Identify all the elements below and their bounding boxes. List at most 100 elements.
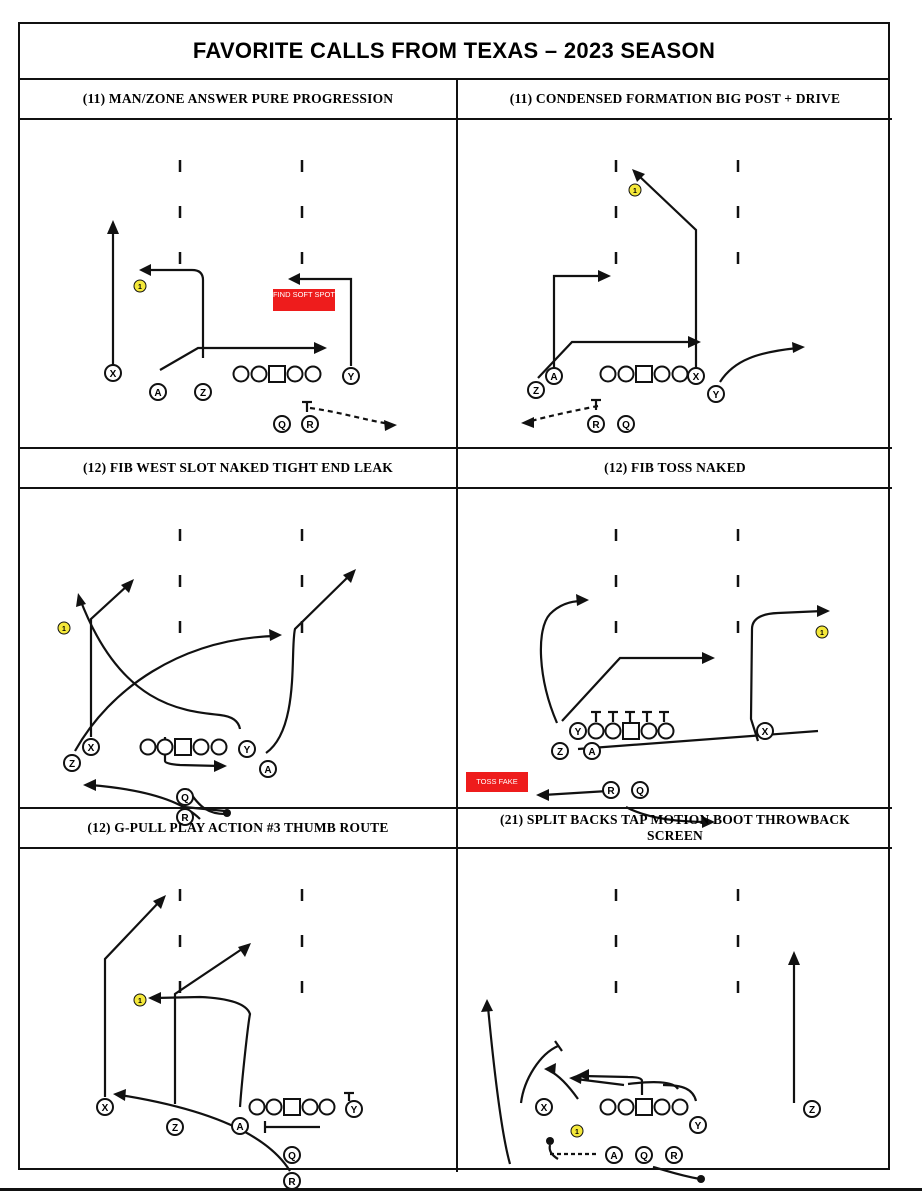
svg-text:Z: Z: [557, 747, 563, 758]
svg-text:X: X: [88, 743, 95, 754]
svg-text:X: X: [110, 369, 117, 380]
play-panel-3: (12) FIB WEST SLOT NAKED TIGHT END LEAK: [20, 449, 458, 826]
svg-text:Y: Y: [351, 1105, 358, 1116]
read-marker-1: 1: [570, 1124, 584, 1138]
play-diagram-svg: Y X Z A R Q 1 TOSS FAKE: [466, 529, 830, 828]
player-r: R: [602, 781, 620, 799]
play-diagram: Z X Y A Q R 1: [20, 489, 456, 826]
svg-text:A: A: [550, 372, 557, 383]
svg-text:Y: Y: [713, 390, 720, 401]
player-a: A: [605, 1146, 623, 1164]
player-z: Z: [803, 1100, 821, 1118]
play-heading: (11) CONDENSED FORMATION BIG POST + DRIV…: [458, 80, 892, 120]
route-lines: [111, 226, 391, 426]
player-z: Z: [166, 1118, 184, 1136]
svg-text:1: 1: [633, 188, 637, 195]
play-diagram-svg: Z A X Y R Q 1: [521, 160, 805, 433]
play-diagram: Y X Z A Q R 1: [20, 849, 456, 1190]
coaching-note-text: FIND SOFT SPOT: [273, 290, 335, 299]
svg-text:1: 1: [62, 626, 66, 633]
hash-marks: [178, 529, 304, 633]
player-r: R: [301, 415, 319, 433]
svg-text:R: R: [670, 1151, 678, 1162]
player-r: R: [587, 415, 605, 433]
player-a: A: [259, 760, 277, 778]
svg-text:A: A: [264, 765, 271, 776]
player-x: X: [756, 722, 774, 740]
svg-text:Z: Z: [533, 386, 539, 397]
play-diagram: X A Z Y Q R 1 FIND SOFT SPOT: [20, 120, 456, 447]
sheet-title: FAVORITE CALLS FROM TEXAS – 2023 SEASON: [20, 24, 888, 80]
svg-text:X: X: [762, 727, 769, 738]
player-q: Q: [635, 1146, 653, 1164]
play-heading: (11) MAN/ZONE ANSWER PURE PROGRESSION: [20, 80, 456, 120]
bottom-rule: [0, 1188, 922, 1191]
skill-players: Y X Z A Q R: [96, 1098, 363, 1190]
hash-marks: [614, 160, 740, 264]
offensive-line: [139, 738, 228, 756]
offensive-line: [599, 365, 689, 383]
route-lines: [74, 574, 351, 820]
read-marker-1: 1: [57, 621, 71, 635]
player-z: Z: [63, 754, 81, 772]
player-y: Y: [238, 740, 256, 758]
svg-text:Z: Z: [809, 1105, 815, 1116]
player-r: R: [176, 808, 194, 826]
svg-text:Q: Q: [181, 793, 189, 804]
svg-text:Q: Q: [640, 1151, 648, 1162]
offensive-line: [599, 1098, 689, 1116]
play-diagram-svg: Y X Z A Q R 1: [96, 889, 363, 1190]
player-q: Q: [617, 415, 635, 433]
svg-text:R: R: [181, 813, 189, 824]
play-heading: (12) FIB TOSS NAKED: [458, 449, 892, 489]
skill-players: X Y Z A Q R: [535, 1098, 821, 1164]
offensive-line: [248, 1098, 336, 1116]
hash-marks: [178, 160, 304, 264]
player-a: A: [231, 1117, 249, 1135]
svg-text:Q: Q: [278, 420, 286, 431]
svg-text:1: 1: [820, 630, 824, 637]
skill-players: Z X Y A Q R: [63, 738, 277, 826]
player-z: Z: [527, 381, 545, 399]
svg-text:Z: Z: [200, 388, 206, 399]
svg-text:Z: Z: [69, 759, 75, 770]
skill-players: Z A X Y R Q: [527, 367, 725, 433]
player-a: A: [149, 383, 167, 401]
play-diagram-svg: X Y Z A Q R 1: [481, 889, 821, 1183]
player-a: A: [545, 367, 563, 385]
svg-text:Y: Y: [575, 727, 582, 738]
route-arrowheads: [536, 594, 830, 828]
player-x: X: [687, 367, 705, 385]
offensive-line: [587, 722, 675, 740]
svg-text:A: A: [154, 388, 161, 399]
svg-text:R: R: [306, 420, 314, 431]
play-diagram: X Y Z A Q R 1: [458, 849, 892, 1183]
svg-text:A: A: [610, 1151, 617, 1162]
player-r: R: [665, 1146, 683, 1164]
play-panel-2: (11) CONDENSED FORMATION BIG POST + DRIV…: [458, 80, 892, 449]
player-x: X: [96, 1098, 114, 1116]
hash-marks: [178, 889, 304, 993]
route-arrowheads: [521, 169, 805, 428]
coaching-note: FIND SOFT SPOT: [273, 289, 335, 311]
coaching-note-text: TOSS FAKE: [476, 777, 518, 786]
player-y: Y: [345, 1100, 363, 1118]
svg-text:R: R: [592, 420, 600, 431]
play-panel-1: (11) MAN/ZONE ANSWER PURE PROGRESSION: [20, 80, 458, 449]
svg-text:X: X: [102, 1103, 109, 1114]
svg-text:Y: Y: [244, 745, 251, 756]
ball-carrier-dot: [223, 809, 231, 817]
hash-marks: [614, 529, 740, 633]
svg-text:1: 1: [138, 998, 142, 1005]
svg-text:Y: Y: [695, 1121, 702, 1132]
svg-text:Q: Q: [636, 786, 644, 797]
svg-text:Z: Z: [172, 1123, 178, 1134]
player-q: Q: [273, 415, 291, 433]
hash-marks: [614, 889, 740, 993]
route-arrowheads: [107, 220, 397, 431]
svg-text:Q: Q: [622, 420, 630, 431]
play-heading: (12) FIB WEST SLOT NAKED TIGHT END LEAK: [20, 449, 456, 489]
play-heading: (12) G-PULL PLAY ACTION #3 THUMB ROUTE: [20, 809, 456, 849]
player-y: Y: [707, 385, 725, 403]
play-diagram-svg: X A Z Y Q R 1 FIND SOFT SPOT: [104, 160, 397, 433]
